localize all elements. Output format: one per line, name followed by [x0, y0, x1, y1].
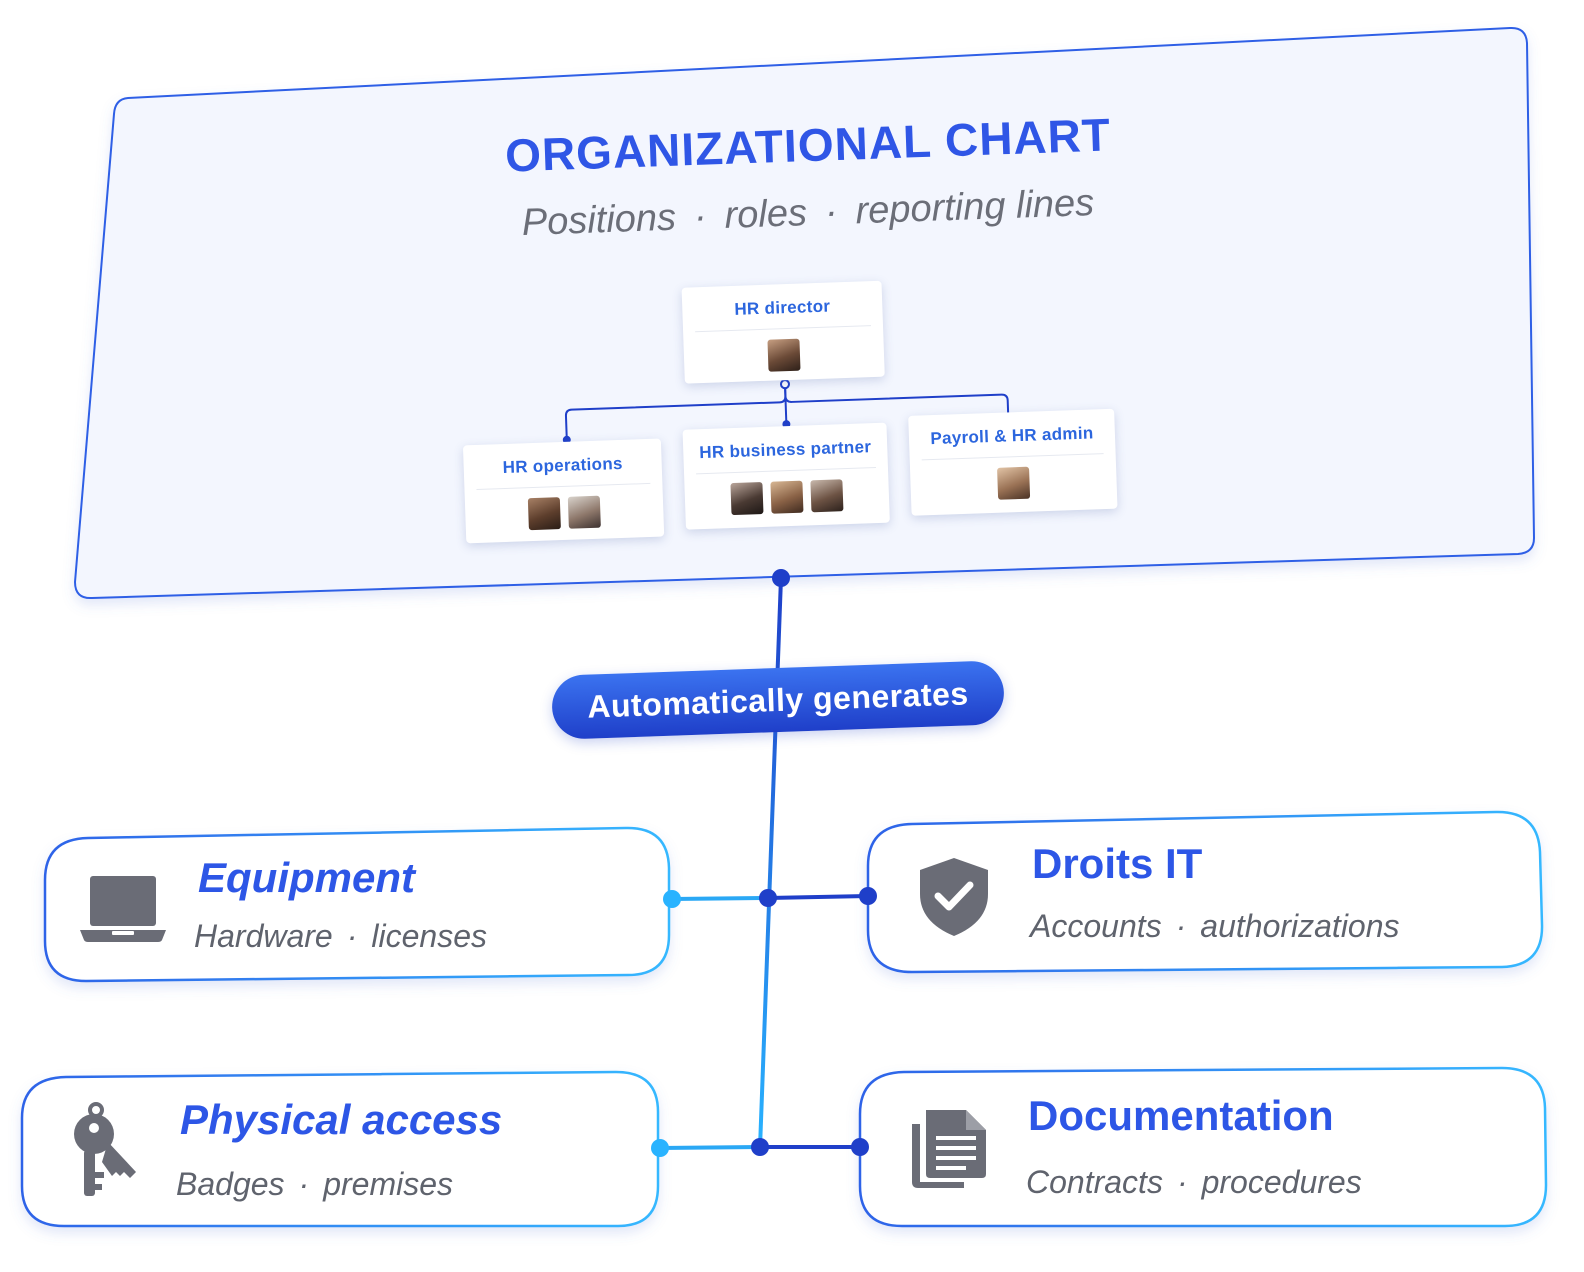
badge-label: Automatically generates [586, 674, 970, 725]
avatar-group [910, 464, 1117, 503]
main-connector-line [758, 577, 783, 1149]
node-upper-junction [759, 889, 777, 907]
feature-item: Badges [176, 1166, 285, 1202]
subtitle-separator: · [693, 195, 708, 238]
feature-title: Physical access [180, 1096, 503, 1143]
avatar [527, 497, 561, 531]
feature-subtitle: Contracts · procedures [1026, 1164, 1362, 1201]
feature-box-droits-it [866, 810, 1544, 974]
feature-separator: · [1175, 908, 1187, 944]
feature-item: Hardware [194, 918, 333, 954]
feature-box-equipment [43, 826, 671, 983]
org-card-title: Payroll & HR admin [930, 423, 1094, 449]
feature-box-documentation [858, 1066, 1548, 1228]
connector-droits-it [767, 894, 869, 900]
feature-item: procedures [1201, 1164, 1362, 1200]
feature-item: licenses [371, 918, 487, 954]
org-card-hr-operations[interactable]: HR operations [462, 438, 665, 544]
org-card-title: HR business partner [699, 437, 872, 463]
org-card-hr-business-partner[interactable]: HR business partner [682, 422, 890, 530]
org-card-hr-director[interactable]: HR director [681, 280, 885, 384]
avatar [997, 466, 1031, 500]
subtitle-item: roles [723, 192, 808, 237]
connector-equipment [671, 896, 769, 901]
feature-title: Equipment [198, 854, 415, 901]
node-lower-junction [751, 1138, 769, 1156]
org-card-payroll-hr-admin[interactable]: Payroll & HR admin [908, 408, 1118, 516]
node-documentation [851, 1138, 869, 1156]
avatar [770, 480, 804, 514]
documents-icon [912, 1110, 986, 1188]
avatar-group [684, 478, 889, 517]
feature-item: premises [323, 1166, 453, 1202]
subtitle-item: reporting lines [854, 182, 1095, 233]
node-droits-it [859, 887, 877, 905]
subtitle-item: Positions [521, 196, 677, 244]
org-card-title: HR operations [502, 453, 624, 478]
laptop-icon [80, 876, 166, 942]
node-panel-bottom [772, 569, 790, 587]
avatar [810, 479, 844, 513]
avatar [767, 338, 801, 372]
feature-item: Contracts [1026, 1164, 1163, 1200]
feature-item: Accounts [1030, 908, 1162, 944]
org-card-title: HR director [734, 296, 831, 319]
feature-separator: · [1176, 1164, 1188, 1200]
feature-subtitle: Hardware · licenses [194, 918, 487, 955]
feature-subtitle: Accounts · authorizations [1030, 908, 1400, 945]
node-physical-access [651, 1139, 669, 1157]
org-chart: HR director HR operations HR business pa… [452, 272, 1129, 553]
feature-separator: · [346, 918, 358, 954]
feature-box-physical-access [20, 1070, 660, 1228]
node-equipment [663, 890, 681, 908]
connector-physical-access [659, 1145, 761, 1150]
subtitle-separator: · [824, 190, 839, 234]
feature-title: Documentation [1028, 1092, 1334, 1139]
avatar [730, 482, 764, 516]
avatar-group [683, 336, 884, 375]
avatar [567, 495, 601, 529]
feature-subtitle: Badges · premises [176, 1166, 453, 1203]
shield-check-icon [920, 858, 988, 936]
feature-item: authorizations [1200, 908, 1400, 944]
keys-icon [74, 1102, 136, 1196]
avatar-group [465, 493, 664, 532]
feature-separator: · [298, 1166, 310, 1202]
feature-title: Droits IT [1032, 840, 1203, 887]
